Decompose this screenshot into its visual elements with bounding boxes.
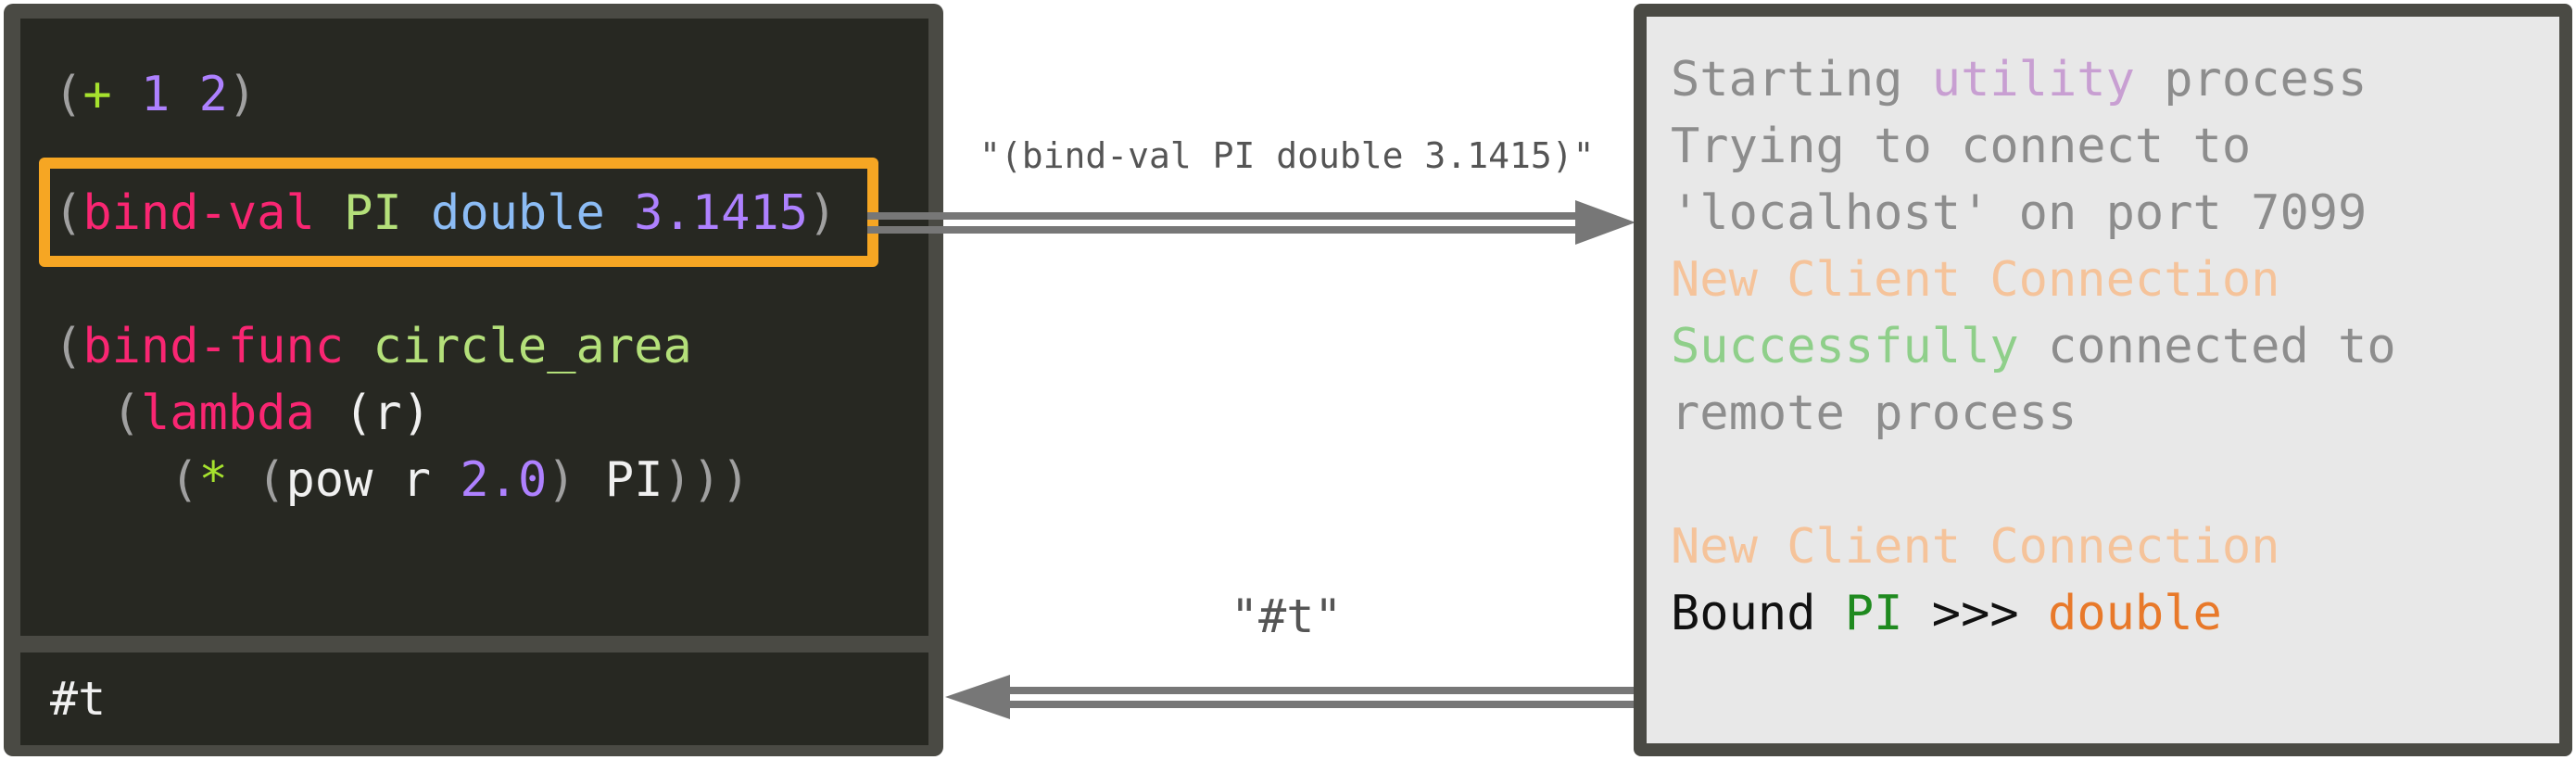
request-arrow [867, 200, 1635, 245]
code-line-body: (* (pow r 2.0) PI))) [170, 452, 751, 508]
request-message-label: "(bind-val PI double 3.1415)" [979, 135, 1595, 176]
log-line-1: Starting utility process [1671, 52, 2368, 108]
log-line-4: New Client Connection [1671, 252, 2280, 308]
code-line-bind-val: (bind-val PI double 3.1415) [54, 185, 838, 241]
code-line-lambda: (lambda (r) [111, 386, 432, 441]
log-line-2: Trying to connect to [1671, 119, 2252, 174]
result-text: #t [50, 672, 107, 726]
response-message-label: "#t" [1231, 589, 1343, 643]
code-line-1: (+ 1 2) [54, 67, 258, 122]
log-line-6: remote process [1671, 386, 2077, 441]
log-line-3: 'localhost' on port 7099 [1671, 185, 2368, 241]
response-arrow [945, 675, 1635, 719]
code-line-bind-func: (bind-func circle_area [54, 319, 692, 374]
server-panel: Starting utility process Trying to conne… [1634, 4, 2572, 756]
server-log: Starting utility process Trying to conne… [1647, 17, 2559, 743]
editor-panel: (+ 1 2) (bind-val PI double 3.1415) (bin… [4, 4, 943, 756]
log-line-7: New Client Connection [1671, 519, 2280, 575]
code-pane[interactable]: (+ 1 2) (bind-val PI double 3.1415) (bin… [20, 19, 928, 636]
result-pane: #t [20, 652, 928, 745]
log-line-5: Successfully connected to [1671, 319, 2396, 374]
selected-expression-highlight [39, 158, 878, 267]
log-line-8: Bound PI >>> double [1671, 586, 2222, 641]
